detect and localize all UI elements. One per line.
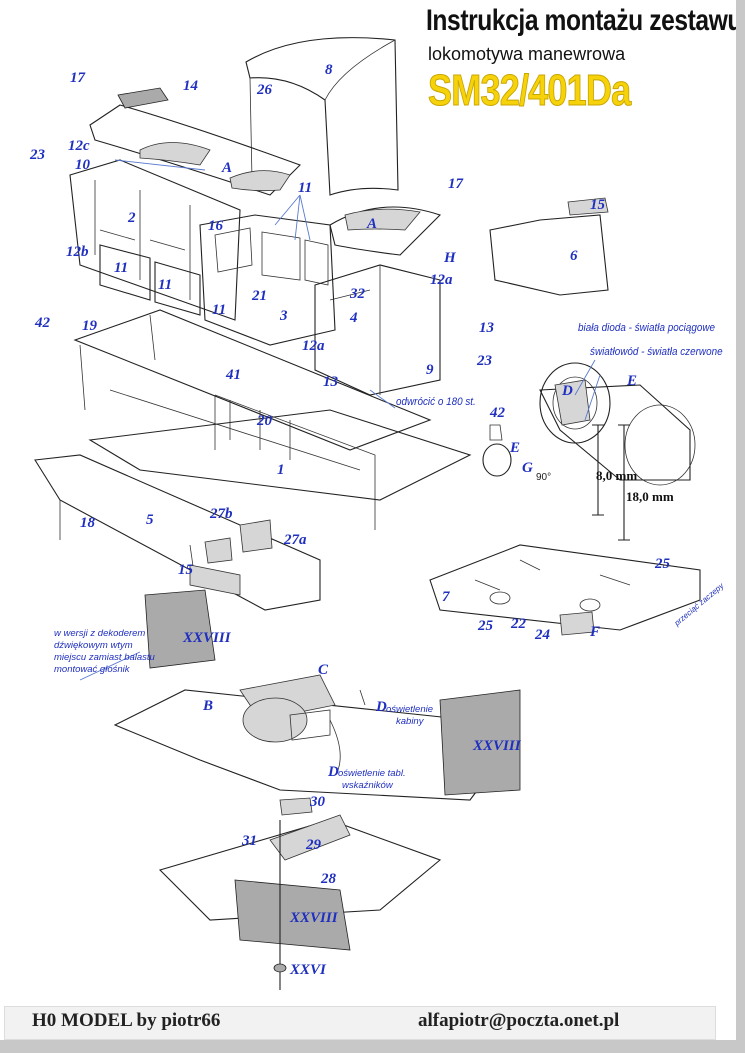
- part-label: 11: [298, 180, 313, 196]
- part-label: 11: [212, 302, 227, 318]
- part-label: H: [444, 250, 456, 266]
- part-label: 2: [128, 210, 136, 226]
- part-label: 12a: [430, 272, 453, 288]
- part-label: 25: [655, 556, 670, 572]
- part-label: G: [522, 460, 533, 476]
- part-label: C: [318, 662, 329, 678]
- part-label: 1: [277, 462, 285, 478]
- page-shadow-bottom: [0, 1040, 745, 1053]
- part-label: 27b: [210, 506, 233, 522]
- part-label: 30: [310, 794, 325, 810]
- part-label: D: [376, 699, 387, 715]
- part-label: 12b: [66, 244, 89, 260]
- dimension-8mm: 8,0 mm: [596, 468, 638, 483]
- part-label: XXVIII: [290, 910, 338, 926]
- part-label: 23: [30, 147, 45, 163]
- part-label: 13: [323, 374, 338, 390]
- part-label: 16: [208, 218, 223, 234]
- part-label: B: [203, 698, 214, 714]
- page-title: Instrukcja montażu zestawu: [426, 4, 743, 37]
- note-cab-light-line2: kabiny: [396, 716, 424, 727]
- part-label: 21: [252, 288, 267, 304]
- part-label: 5: [146, 512, 154, 528]
- part-label: E: [510, 440, 521, 456]
- part-label: 17: [70, 70, 85, 86]
- note-gauge-light-line2: wskaźników: [342, 780, 393, 791]
- part-label: 27a: [284, 532, 307, 548]
- part-label: 28: [321, 871, 336, 887]
- part-label: 15: [178, 562, 193, 578]
- part-label: 42: [35, 315, 50, 331]
- part-label: 14: [183, 78, 198, 94]
- footer-bar: [4, 1006, 716, 1040]
- part-label: 10: [75, 157, 90, 173]
- dimension-18mm: 18,0 mm: [626, 489, 674, 504]
- page-shadow-right: [736, 0, 745, 1040]
- part-label: A: [222, 160, 233, 176]
- note-decoder-line4: montować głośnik: [54, 664, 130, 675]
- part-label: XXVI: [290, 962, 326, 978]
- part-label: 29: [306, 837, 321, 853]
- part-label: F: [590, 624, 601, 640]
- model-name: SM32/401Da: [428, 66, 632, 116]
- part-label: 11: [158, 277, 173, 293]
- note-decoder-line3: miejscu zamiast balastu: [54, 652, 155, 663]
- part-label: 31: [242, 833, 257, 849]
- note-gauge-light-line1: oświetlenie tabl.: [338, 768, 406, 779]
- part-label: 11: [114, 260, 129, 276]
- part-label: A: [367, 216, 378, 232]
- note-cab-light-line1: oświetlenie: [386, 704, 433, 715]
- part-label: 18: [80, 515, 95, 531]
- note-rotate: odwrócić o 180 st.: [396, 396, 476, 408]
- part-label: 6: [570, 248, 578, 264]
- footer-email: alfapiotr@poczta.onet.pl: [418, 1010, 620, 1031]
- note-angle: 90°: [536, 472, 552, 483]
- part-label: 15: [590, 197, 605, 213]
- note-decoder-line1: w wersji z dekoderem: [54, 628, 146, 639]
- note-white-led: biała dioda - światła pociągowe: [578, 322, 716, 334]
- part-label: 41: [226, 367, 241, 383]
- part-label: 4: [350, 310, 358, 326]
- part-label: 3: [280, 308, 288, 324]
- part-label: XXVIII: [473, 738, 521, 754]
- part-label: 22: [511, 616, 526, 632]
- note-decoder-line2: dźwiękowym wtym: [54, 640, 133, 651]
- part-label: 8: [325, 62, 333, 78]
- part-label: 25: [478, 618, 493, 634]
- part-label: XXVIII: [183, 630, 231, 646]
- part-label: 12a: [302, 338, 325, 354]
- part-label: 23: [477, 353, 492, 369]
- part-label: E: [627, 373, 638, 389]
- part-label: D: [562, 383, 573, 399]
- part-label: 12c: [68, 138, 90, 154]
- part-label: 9: [426, 362, 434, 378]
- page-subtitle: lokomotywa manewrowa: [428, 44, 626, 64]
- footer-author: H0 MODEL by piotr66: [32, 1010, 221, 1031]
- part-label: 17: [448, 176, 463, 192]
- part-label: 19: [82, 318, 97, 334]
- part-label: 32: [350, 286, 365, 302]
- part-label: D: [328, 764, 339, 780]
- note-red-fiber: światłowód - światła czerwone: [590, 346, 723, 358]
- part-label: 7: [442, 589, 450, 605]
- part-label: 13: [479, 320, 494, 336]
- part-label: 26: [257, 82, 272, 98]
- part-label: 24: [535, 627, 550, 643]
- part-label: 20: [257, 413, 272, 429]
- part-label: 42: [490, 405, 505, 421]
